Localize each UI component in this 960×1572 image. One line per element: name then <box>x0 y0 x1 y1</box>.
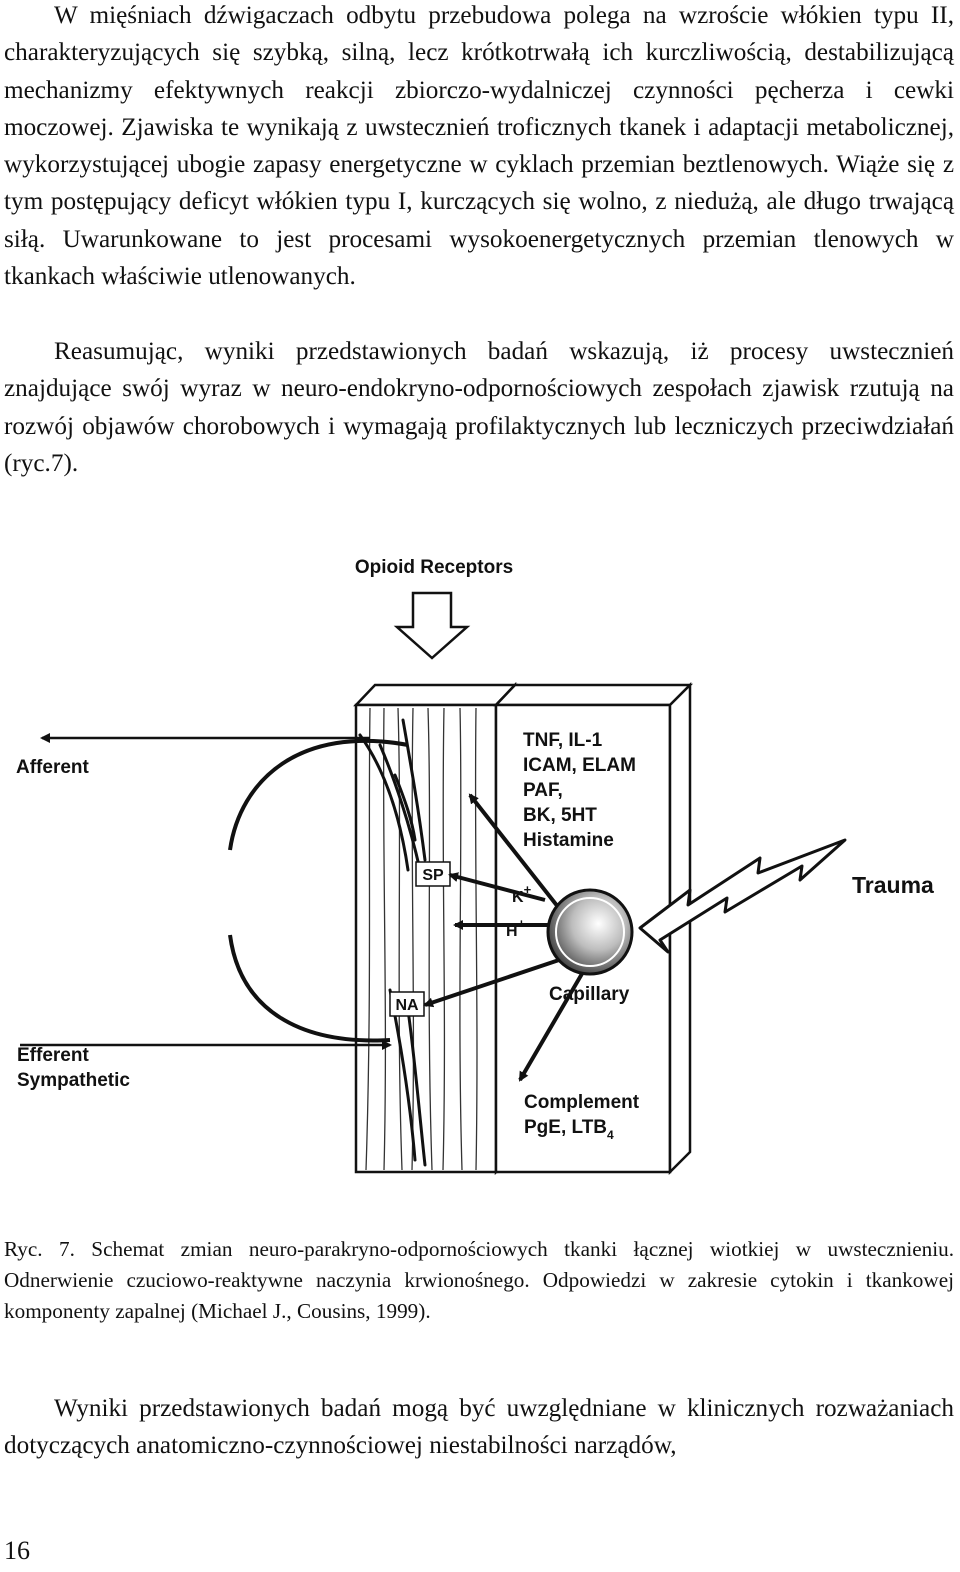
capillary-lumen <box>555 897 625 967</box>
figure-caption: Ryc. 7. Schemat zmian neuro-parakryno-od… <box>4 1237 954 1323</box>
sp-label: SP <box>422 867 444 884</box>
svg-text:TNF, IL-1: TNF, IL-1 <box>523 730 603 751</box>
block-top-face <box>353 683 518 707</box>
trauma-lightning-icon <box>638 838 847 954</box>
body-paragraph-3: Wyniki przedstawionych badań mogą być uw… <box>4 1395 954 1460</box>
svg-text:PAF,: PAF, <box>523 780 563 801</box>
na-label: NA <box>395 997 419 1014</box>
tissue-block <box>493 683 694 707</box>
capillary-vessel <box>546 888 634 976</box>
body-paragraph-1: W mięśniach dźwigaczach odbytu przebudow… <box>4 2 954 291</box>
sympathetic-label: Sympathetic <box>17 1070 130 1091</box>
page-number: 16 <box>4 1536 30 1565</box>
afferent-label: Afferent <box>16 757 90 778</box>
body-paragraph-2: Reasumując, wyniki przedstawionych badań… <box>4 338 954 477</box>
capillary-label: Capillary <box>549 984 630 1005</box>
mediators-list: TNF, IL-1 ICAM, ELAM PAF, BK, 5HT Histam… <box>523 730 636 851</box>
efferent-label: Efferent <box>17 1045 89 1066</box>
tissue-fibers <box>365 707 478 1171</box>
svg-text:BK, 5HT: BK, 5HT <box>523 805 597 826</box>
mediator-arrows <box>423 793 592 1082</box>
trauma-label: Trauma <box>852 872 934 898</box>
opioid-receptors-label: Opioid Receptors <box>355 557 513 578</box>
svg-text:ICAM, ELAM: ICAM, ELAM <box>523 755 636 776</box>
afferent-arc <box>228 738 409 851</box>
complement-label: Complement <box>524 1092 640 1113</box>
opioid-down-arrow <box>393 591 471 660</box>
figure-diagram: Opioid Receptors <box>0 540 960 1190</box>
pge-label: PgE, LTB4 <box>524 1117 614 1142</box>
svg-text:Histamine: Histamine <box>523 830 614 851</box>
efferent-arc <box>228 934 391 1043</box>
block-front-face <box>354 703 498 1174</box>
